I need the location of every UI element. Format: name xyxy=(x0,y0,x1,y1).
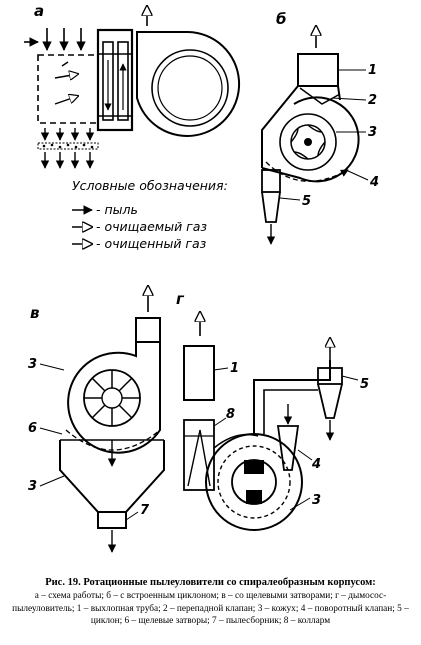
rotary-dust-collectors-figure: а xyxy=(24,2,379,553)
panel-g-label: г xyxy=(176,290,185,308)
legend-item-clean-gas: - очищенный газ xyxy=(96,236,207,251)
volute-casing xyxy=(261,96,360,183)
label-6: 6 xyxy=(28,421,37,436)
label-4: 4 xyxy=(369,175,379,190)
figure-caption: Рис. 19. Ротационные пылеуловители со сп… xyxy=(8,576,413,628)
panel-b-label: б xyxy=(276,10,286,28)
rotary-valve xyxy=(276,425,300,471)
panel-a-label: а xyxy=(34,2,44,20)
volute-casing xyxy=(67,342,161,454)
label-3: 3 xyxy=(28,357,37,372)
caption-title: Рис. 19. Ротационные пылеуловители со сп… xyxy=(45,577,376,588)
exhaust-pipe xyxy=(183,345,215,401)
label-5: 5 xyxy=(302,194,311,209)
gas-chamber xyxy=(37,54,99,124)
legend-item-dirty-gas: - очищаемый газ xyxy=(96,219,207,234)
panel-b: б 1 2 3 4 5 xyxy=(261,10,379,245)
volute-casing xyxy=(136,31,241,137)
panel-v-label: в xyxy=(30,304,40,322)
label-4: 4 xyxy=(311,457,321,472)
label-2: 2 xyxy=(368,93,377,108)
label-3: 3 xyxy=(312,493,321,508)
impeller-block xyxy=(96,28,134,132)
panel-a: а xyxy=(24,2,241,169)
volute-casing xyxy=(205,433,303,531)
dust-deposit xyxy=(37,142,99,150)
caption-text: а – схема работы; б – с встроенным цикло… xyxy=(12,591,409,627)
panel-g: г 1 8 5 4 3 xyxy=(176,290,369,531)
cyclone xyxy=(261,169,281,193)
label-3: 3 xyxy=(28,479,37,494)
exhaust-pipe xyxy=(135,317,161,343)
incoming-gas-arrows xyxy=(24,28,86,51)
legend-title: Условные обозначения: xyxy=(72,178,228,193)
panel-v: в 3 6 3 7 xyxy=(28,286,165,553)
dust-arrows xyxy=(40,128,95,169)
label-8: 8 xyxy=(226,407,235,422)
label-1: 1 xyxy=(230,361,239,376)
exhaust-pipe xyxy=(297,53,339,87)
legend-item-dust: - пыль xyxy=(96,202,138,217)
dust-bin xyxy=(97,511,127,529)
legend: Условные обозначения: - пыль - очищаемый… xyxy=(72,178,228,251)
label-3: 3 xyxy=(368,125,377,140)
label-1: 1 xyxy=(368,63,377,78)
label-7: 7 xyxy=(140,503,150,518)
label-5: 5 xyxy=(360,377,369,392)
